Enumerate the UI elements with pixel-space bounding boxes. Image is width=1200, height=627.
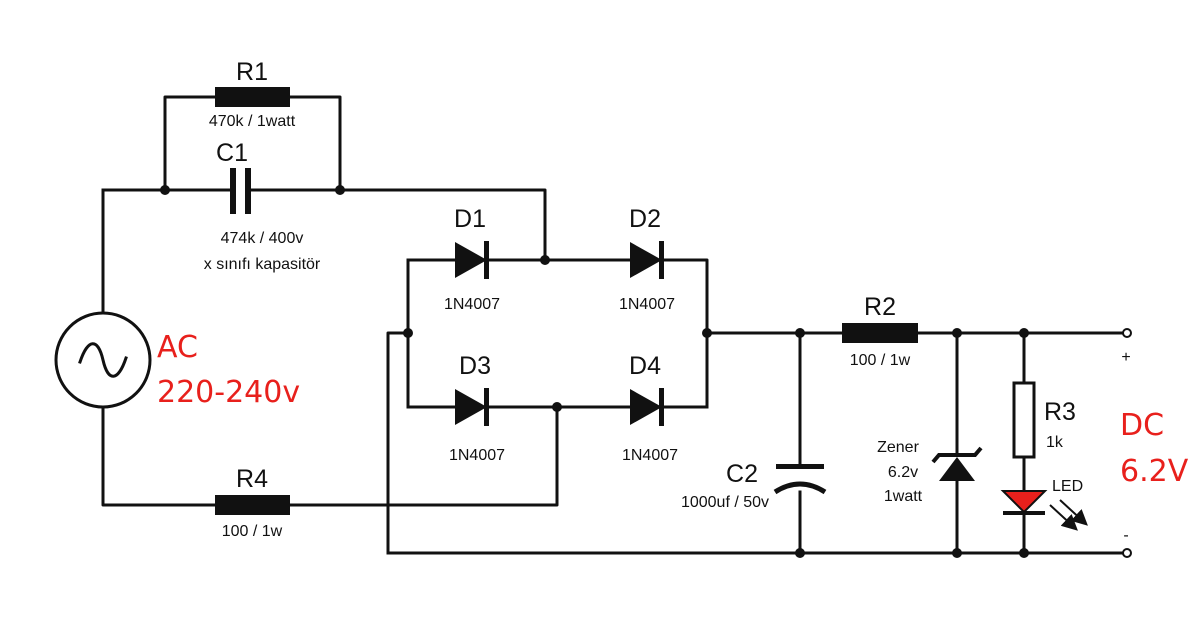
r3-resistor	[1012, 381, 1036, 459]
c1-value: 474k / 400v	[221, 230, 304, 247]
d4-label: D4	[629, 352, 661, 380]
c2-value: 1000uf / 50v	[681, 494, 769, 511]
zener-diode	[931, 446, 983, 481]
d4-value: 1N4007	[622, 447, 678, 464]
c1-label: C1	[216, 139, 248, 167]
d1-label: D1	[454, 205, 486, 233]
led-label: LED	[1052, 478, 1083, 495]
led-diode	[1000, 490, 1088, 531]
minus-sign: -	[1123, 527, 1128, 544]
r1-resistor	[215, 87, 290, 107]
d4-diode	[630, 388, 664, 426]
d2-diode	[630, 241, 664, 279]
zener-label: Zener	[877, 439, 919, 456]
r2-label: R2	[864, 293, 896, 321]
plus-sign: +	[1121, 349, 1130, 366]
output-terminals	[1122, 328, 1132, 558]
d2-value: 1N4007	[619, 296, 675, 313]
c1-note: x sınıfı kapasitör	[204, 256, 321, 273]
zener-voltage: 6.2v	[888, 464, 918, 481]
ac-title: AC	[157, 330, 198, 365]
dc-title: DC	[1120, 408, 1164, 443]
c1-capacitor	[230, 168, 251, 214]
d3-diode	[455, 388, 489, 426]
r3-label: R3	[1044, 398, 1076, 426]
c2-label: C2	[726, 460, 758, 488]
d1-value: 1N4007	[444, 296, 500, 313]
r2-value: 100 / 1w	[850, 352, 911, 369]
d3-label: D3	[459, 352, 491, 380]
r4-resistor	[215, 495, 290, 515]
dc-voltage: 6.2V	[1120, 454, 1189, 489]
zener-power: 1watt	[884, 488, 923, 505]
r1-label: R1	[236, 58, 268, 86]
r2-resistor	[842, 323, 918, 343]
ac-voltage: 220-240v	[157, 375, 300, 410]
d1-diode	[455, 241, 489, 279]
junctions	[160, 185, 1029, 558]
ac-source-symbol	[54, 311, 152, 409]
d2-label: D2	[629, 205, 661, 233]
r3-value: 1k	[1046, 434, 1064, 451]
d3-value: 1N4007	[449, 447, 505, 464]
r1-value: 470k / 1watt	[209, 113, 296, 130]
c2-capacitor	[773, 464, 827, 495]
r4-label: R4	[236, 465, 268, 493]
r4-value: 100 / 1w	[222, 523, 283, 540]
